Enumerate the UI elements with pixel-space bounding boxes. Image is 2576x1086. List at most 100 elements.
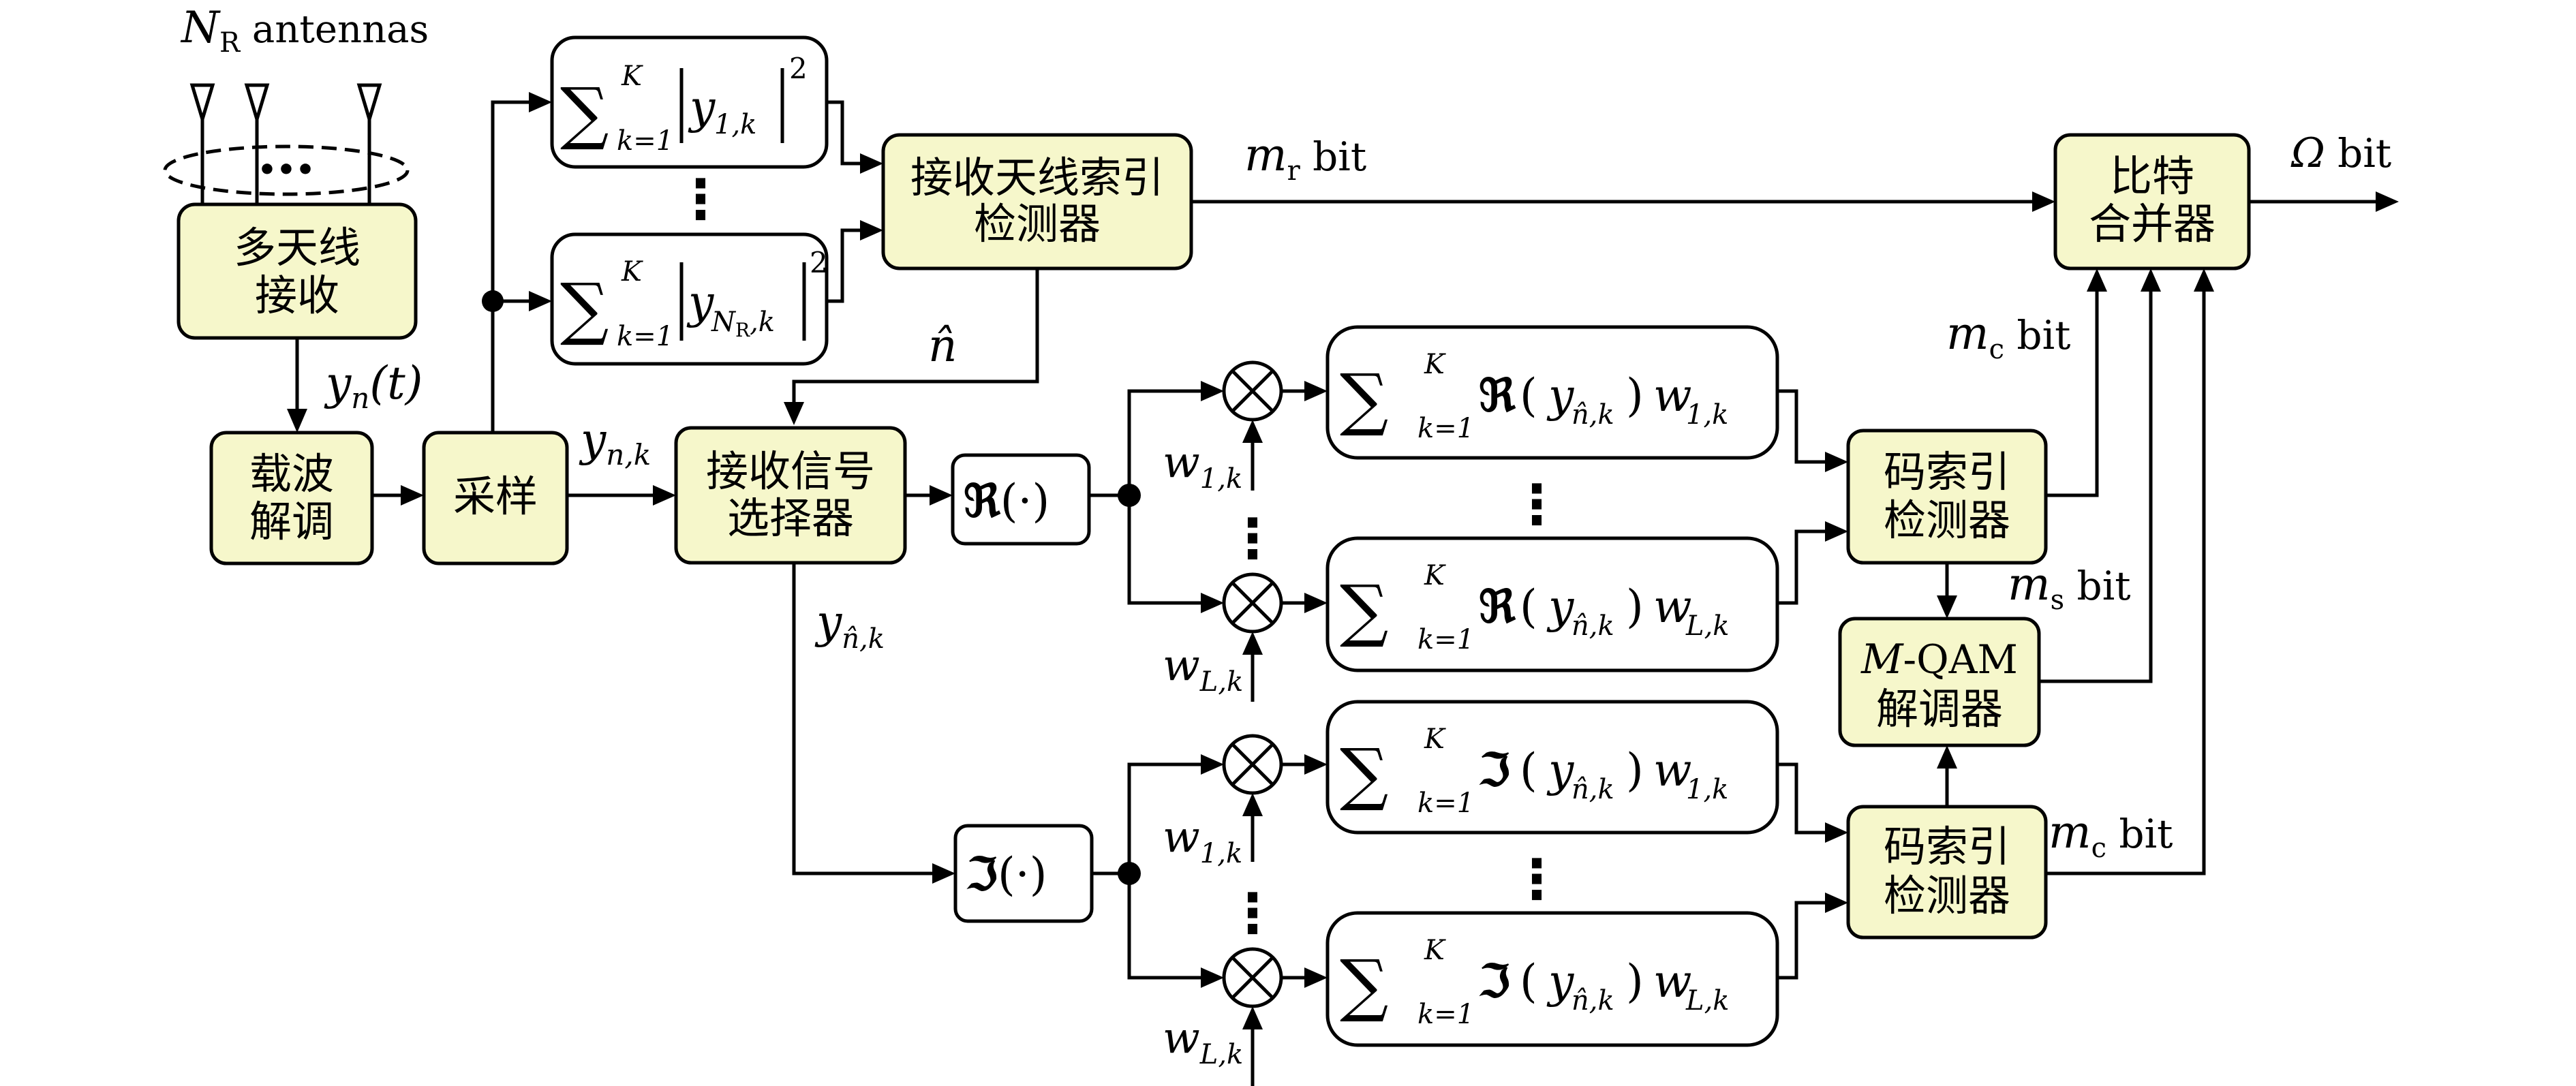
svg-text:K: K [1424, 349, 1446, 380]
svg-text:): ) [1626, 580, 1644, 633]
correlator-real-l-expr: ∑ K k=1 ℜ ( y n̂,k ) w L,k [1340, 560, 1730, 655]
svg-text:ℑ: ℑ [1479, 743, 1510, 796]
correlator-imag-1 [1325, 700, 1779, 835]
y-n-sub: NR,k [711, 307, 775, 341]
omega-bit-label: Ω bit [2290, 129, 2391, 177]
carrier-demod-label-1: 载波 [249, 449, 334, 499]
multiplier-ellipsis-imag: ⋮ [1225, 882, 1280, 945]
svg-text:n̂,k: n̂,k [1571, 399, 1614, 431]
svg-text:): ) [1626, 744, 1644, 796]
svg-text:w: w [1653, 580, 1692, 633]
energy-sum-block-n [550, 232, 829, 366]
antenna-ellipsis: ••• [258, 153, 315, 187]
svg-text:k=1: k=1 [1417, 413, 1474, 444]
svg-text:k=1: k=1 [1417, 999, 1474, 1030]
code-index-detector-top-label-2: 检测器 [1884, 495, 2010, 545]
correlator-ellipsis-imag: ⋮ [1509, 848, 1564, 911]
svg-text:ℜ: ℜ [1479, 369, 1516, 422]
carrier-demod-block [209, 431, 374, 565]
svg-text:L,k: L,k [1685, 610, 1730, 642]
svg-text:∑: ∑ [1340, 945, 1388, 1025]
mc-bit-label-top: mc bit [1946, 307, 2070, 365]
svg-text:(: ( [1520, 955, 1537, 1008]
w1k-label-real: w1,k [1163, 437, 1242, 495]
wlk-label-imag: wL,k [1163, 1013, 1243, 1070]
bit-combiner-label-2: 合并器 [2089, 199, 2215, 249]
svg-text:∑: ∑ [1340, 734, 1388, 813]
svg-text:K: K [1424, 724, 1446, 755]
exp-1: 2 [789, 52, 808, 85]
antenna-3-icon [356, 83, 382, 204]
qam-demod-label-2: 解调器 [1876, 684, 2003, 734]
sampling-block [422, 431, 569, 565]
mr-bit-label: mr bit [1244, 129, 1366, 187]
svg-text:y: y [1546, 580, 1574, 633]
antenna-count-label: NR antennas [180, 3, 429, 59]
svg-text:k=1: k=1 [1417, 624, 1474, 655]
energy-sum-ellipsis: ⋮ [673, 168, 728, 231]
y-nhat-k-label: yn̂,k [814, 595, 885, 655]
y-n-var: y [686, 276, 714, 328]
correlator-real-1-expr: ∑ K k=1 ℜ ( y n̂,k ) w 1,k [1340, 349, 1728, 444]
sampling-label: 采样 [453, 471, 538, 521]
correlator-imag-1-expr: ∑ K k=1 ℑ ( y n̂,k ) w 1,k [1340, 724, 1728, 819]
multi-antenna-label-2: 接收 [255, 270, 339, 320]
svg-text:(: ( [1520, 369, 1537, 422]
svg-text:y: y [1546, 955, 1574, 1008]
sigma-n: ∑ [560, 268, 609, 348]
svg-text:n̂,k: n̂,k [1571, 774, 1614, 805]
lower-k-1: k=1 [617, 125, 673, 157]
lower-k-n: k=1 [617, 321, 673, 352]
n-hat-label: n̂ [928, 320, 957, 372]
antenna-index-detector-label-1: 接收天线索引 [910, 153, 1164, 202]
yn-t-label: yn(t) [324, 357, 423, 415]
w1k-label-imag: w1,k [1163, 812, 1242, 869]
svg-text:K: K [1424, 560, 1446, 591]
correlator-ellipsis-real: ⋮ [1509, 473, 1564, 536]
svg-text:K: K [1424, 935, 1446, 966]
svg-text:): ) [1626, 955, 1644, 1008]
multiplier-real-l [1222, 572, 1283, 634]
svg-text:1,k: 1,k [1686, 774, 1728, 805]
real-part-label: ℜ(·) [964, 474, 1049, 527]
svg-text:w: w [1653, 955, 1692, 1008]
antenna-1-icon [189, 83, 215, 204]
signal-selector-label-1: 接收信号 [706, 446, 875, 496]
svg-text:ℜ: ℜ [1479, 580, 1516, 633]
svg-text:k=1: k=1 [1417, 788, 1474, 819]
qam-demod-label-1: M-QAM [1860, 636, 2018, 683]
multiplier-ellipsis-real: ⋮ [1225, 507, 1280, 570]
energy-sum-n-expr: ∑ K k=1 y NR,k 2 [560, 246, 828, 352]
svg-text:n̂,k: n̂,k [1571, 985, 1614, 1017]
multi-antenna-label-1: 多天线 [234, 223, 361, 273]
multiplier-imag-1 [1222, 734, 1283, 795]
y-1-sub: 1,k [714, 109, 756, 140]
real-part-block [951, 453, 1091, 546]
antenna-2-icon [244, 83, 270, 204]
correlator-imag-l-expr: ∑ K k=1 ℑ ( y n̂,k ) w L,k [1340, 935, 1730, 1030]
code-index-detector-bottom-label-2: 检测器 [1884, 871, 2010, 920]
carrier-demod-label-2: 解调 [249, 497, 334, 546]
svg-text:w: w [1653, 744, 1692, 796]
svg-text:(: ( [1520, 580, 1537, 633]
ynk-label: yn,k [579, 414, 651, 471]
multiplier-imag-l [1222, 947, 1283, 1008]
energy-sum-1-expr: ∑ K k=1 y 1,k 2 [560, 52, 808, 157]
svg-text:n̂,k: n̂,k [1571, 610, 1614, 642]
upper-k-1: K [621, 61, 643, 92]
imag-part-label: ℑ(·) [966, 848, 1047, 901]
y-1-var: y [688, 81, 716, 134]
wlk-label-real: wL,k [1163, 640, 1243, 698]
signal-selector-label-2: 选择器 [727, 493, 854, 543]
upper-k-n: K [621, 256, 643, 288]
svg-text:(: ( [1520, 744, 1537, 796]
bit-combiner-label-1: 比特 [2110, 151, 2194, 201]
mc-bit-label-bottom: mc bit [2049, 806, 2173, 864]
code-index-detector-top-label-1: 码索引 [1884, 447, 2010, 497]
svg-text:L,k: L,k [1685, 985, 1730, 1017]
antenna-index-detector-label-2: 检测器 [974, 199, 1101, 249]
svg-text:y: y [1546, 369, 1574, 422]
antenna-group-ellipse [163, 144, 410, 196]
svg-text:1,k: 1,k [1686, 399, 1728, 431]
